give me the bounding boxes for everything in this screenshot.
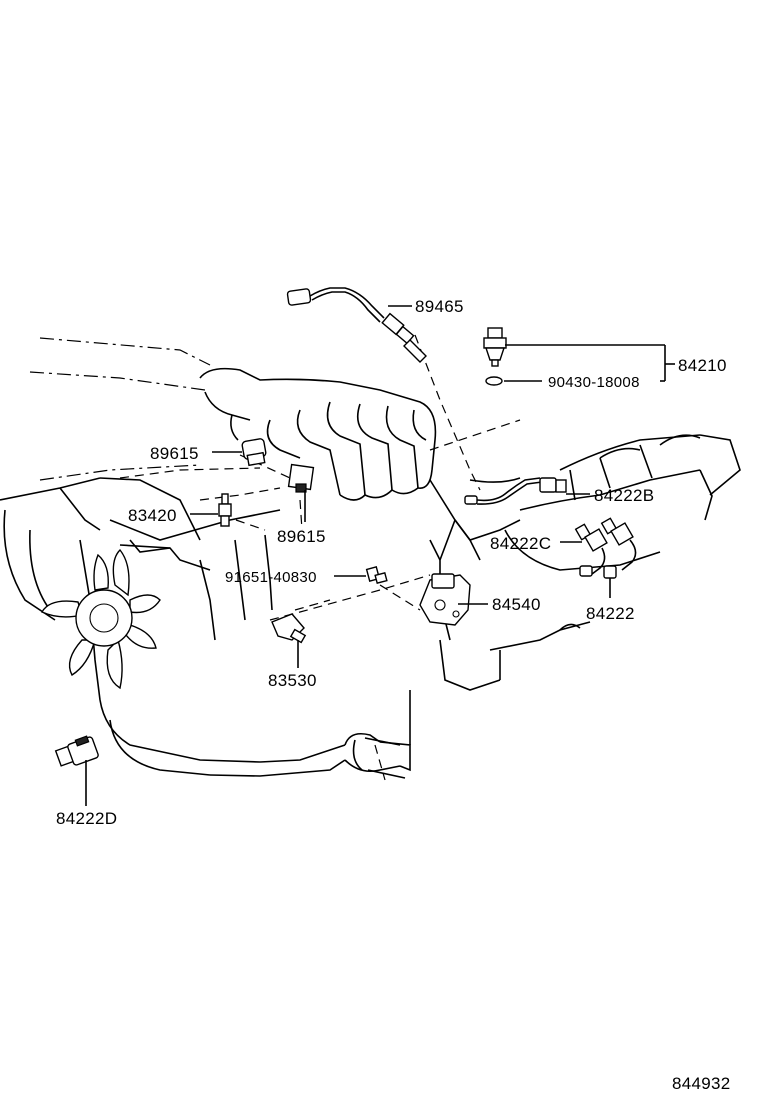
sensor-89615-upper [241, 438, 267, 467]
switch-84222 [600, 517, 637, 579]
temp-sender-83420 [218, 493, 232, 527]
sender-83530 [271, 613, 307, 644]
label-84540: 84540 [492, 595, 541, 614]
label-84222C: 84222C [490, 534, 551, 553]
label-89615-lower: 89615 [277, 527, 326, 546]
leader-lines [85, 305, 675, 806]
diagram-code: 844932 [672, 1074, 731, 1093]
label-89615-upper: 89615 [150, 444, 199, 463]
part-labels: 89465 84210 90430-18008 89615 89615 8342… [56, 297, 731, 1093]
sensor-89615-lower [287, 463, 315, 493]
switch-84222B [464, 477, 567, 505]
engine-outline [0, 334, 741, 781]
label-84210: 84210 [678, 356, 727, 375]
label-89465: 89465 [415, 297, 464, 316]
oil-pressure-switch-84210 [483, 327, 507, 367]
label-84222D: 84222D [56, 809, 117, 828]
label-84222B: 84222B [594, 486, 654, 505]
oxygen-sensor-89465 [286, 287, 427, 363]
switch-84222D [54, 735, 99, 767]
bolt-91651-40830 [365, 566, 388, 585]
switch-84222C [574, 523, 608, 577]
label-90430-18008: 90430-18008 [548, 374, 640, 391]
label-83530: 83530 [268, 671, 317, 690]
label-83420: 83420 [128, 506, 177, 525]
cooling-fan [41, 548, 161, 690]
label-84222: 84222 [586, 604, 635, 623]
neutral-start-switch-84540 [419, 573, 471, 626]
gasket-90430 [485, 376, 503, 386]
label-91651-40830: 91651-40830 [225, 569, 317, 586]
